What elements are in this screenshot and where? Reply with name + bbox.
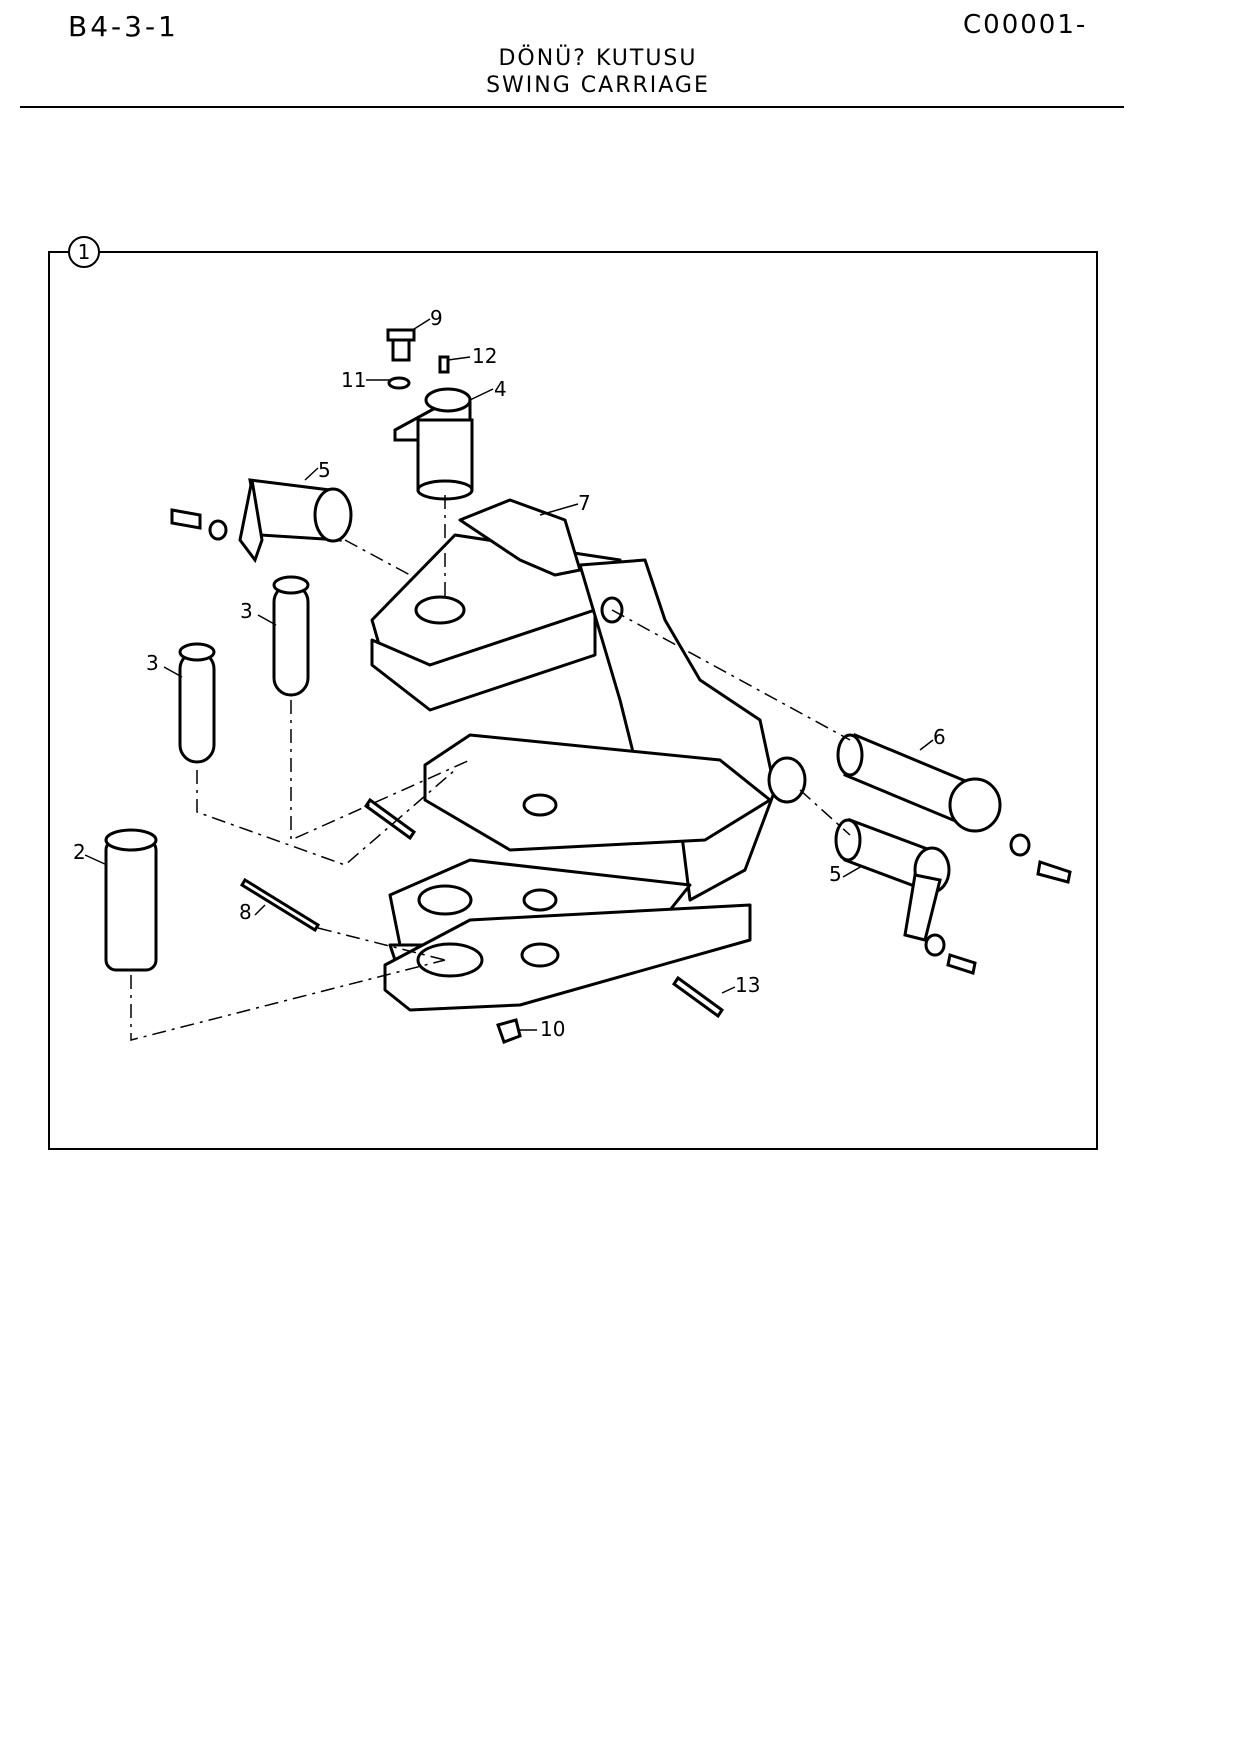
callout-12: 12 (472, 344, 497, 368)
callout-10: 10 (540, 1017, 565, 1041)
callout-4: 4 (494, 377, 507, 401)
title-english: SWING CARRIAGE (486, 73, 710, 98)
callout-3-upper: 3 (240, 599, 253, 623)
page-code: B4-3-1 (68, 10, 179, 43)
callout-2: 2 (73, 840, 86, 864)
callout-9: 9 (430, 306, 443, 330)
callout-13: 13 (735, 973, 760, 997)
figure-frame (48, 251, 1098, 1150)
callout-5-lower: 5 (829, 862, 842, 886)
header-rule (20, 106, 1124, 108)
document-code: C00001- (963, 10, 1088, 40)
group-number: 1 (78, 240, 91, 264)
callout-leaders (84, 318, 934, 1031)
callout-8: 8 (239, 900, 252, 924)
callout-11: 11 (341, 368, 366, 392)
title-turkish: DÖNÜ? KUTUSU (498, 46, 698, 71)
callout-5-upper: 5 (318, 458, 331, 482)
group-number-circle (68, 236, 100, 268)
swing-carriage-body (370, 498, 807, 1012)
assembly-lines (130, 495, 851, 1041)
callout-7: 7 (578, 491, 591, 515)
callout-6: 6 (933, 725, 946, 749)
pins-and-fasteners (104, 328, 1072, 1044)
callout-3-lower: 3 (146, 651, 159, 675)
